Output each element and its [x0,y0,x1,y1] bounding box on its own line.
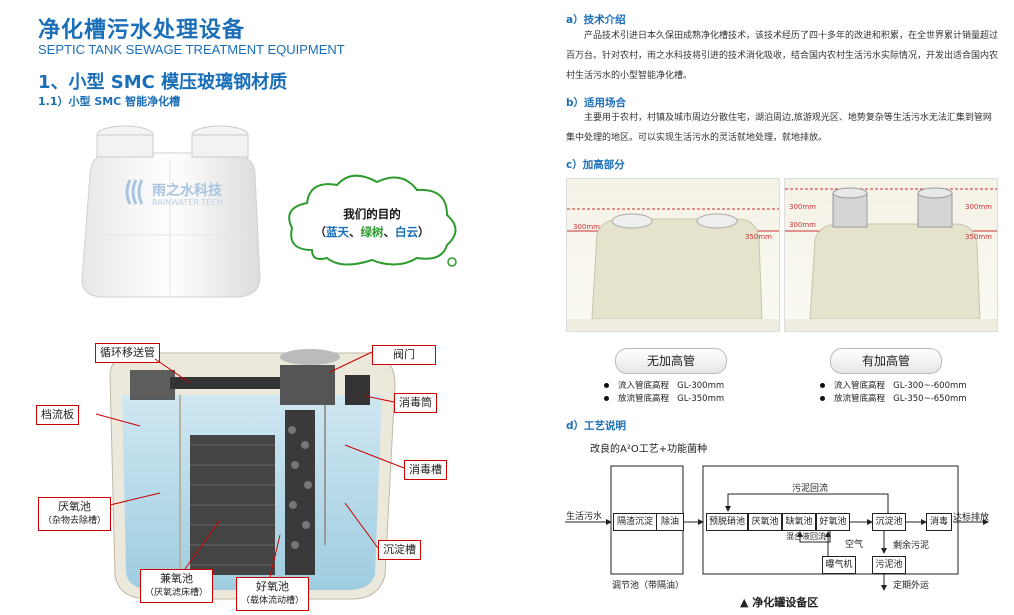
label-aerobic-sub: （载体流动槽） [241,596,305,606]
tank-photo-1 [567,208,779,331]
flow-box-oil-removal: 除油 [656,513,684,531]
bullet-dot [820,396,825,401]
photo2-tag-350: 350mm [965,233,992,241]
tank-cutaway-image [109,349,396,600]
left-bullet-1-value: GL-300mm [677,381,725,391]
flow-inlet: 生活污水 [566,512,603,522]
no-riser-caption: 无加高管 [615,348,727,374]
flow-box-blower: 曝气机 [822,556,856,574]
right-bullet-2-label: 放流管底高程 [834,394,886,404]
photo-with-riser: 300mm 300mm 300mm 350mm [784,178,998,332]
with-riser-caption: 有加高管 [830,348,942,374]
paragraph-b: 主要用于农村，村镇及城市周边分散住宅，湖泊周边,旅游观光区、地势复杂等生活污水无… [566,113,992,143]
label-facultative-sub: （厌氧滤床槽） [145,588,209,598]
tank-photo-2 [785,187,997,331]
sub-section-title: 1.1）小型 SMC 智能净化槽 [38,95,181,108]
cloud-content: 我们的目的 （蓝天、绿树、白云） [282,170,462,270]
left-bullet-1-label: 流入管底高程 [618,381,670,391]
label-aerobic-main: 好氧池 [256,580,289,593]
right-bullet-2: 放流管底高程 GL-350~-650mm [820,393,967,406]
label-settling: 沉淀槽 [378,540,421,560]
left-bullet-2: 放流管底高程 GL-350mm [604,393,724,406]
flow-box-screen-settle: 隔渣沉淀 [613,513,657,531]
bullet-dot [604,396,609,401]
label-facultative: 兼氧池 （厌氧滤床槽） [140,569,214,603]
flow-box-predenitrify: 预脱硝池 [706,513,748,531]
cloud-sep2: 、 [383,225,396,239]
bullet-dot [820,383,825,388]
flow-mixed-return: 混合液回流 [786,532,826,541]
cloud-close: ） [418,225,430,239]
process-subtitle: 改良的A²O工艺+功能菌种 [590,444,708,455]
cloud-blue-sky: 蓝天 [326,225,349,239]
flow-box-anoxic: 缺氧池 [782,513,816,531]
section-title: 1、小型 SMC 模压玻璃钢材质 [38,72,288,93]
cloud-line2: （蓝天、绿树、白云） [282,224,462,240]
cloud-open: （ [314,225,327,239]
flow-outlet: 达标排放 [953,513,990,523]
flow-return-sludge: 污泥回流 [792,484,829,494]
flow-box-aerobic: 好氧池 [816,513,850,531]
paragraph-a: 产品技术引进日本久保田成熟净化槽技术，该技术经历了四十多年的改进和积累，在全世界… [566,31,999,81]
label-anaerobic-sub: （杂物去除槽） [43,516,107,526]
left-bullet-1: 流入管底高程 GL-300mm [604,380,724,393]
cloud-sep1: 、 [349,225,361,239]
label-facultative-main: 兼氧池 [160,572,193,585]
heading-c: c）加高部分 [566,159,625,171]
left-bullet-2-label: 放流管底高程 [618,394,670,404]
cloud-green-tree: 绿树 [360,225,384,239]
flow-regulating-pool: 调节池（带隔油） [612,581,685,591]
right-bullet-1: 流入管底高程 GL-300~-600mm [820,380,967,393]
page-title: 净化槽污水处理设备 [38,18,246,43]
cloud-line1: 我们的目的 [343,207,401,221]
flow-regular-haul: 定期外运 [893,581,930,591]
label-disinfect-tube: 消毒筒 [394,393,437,413]
photo2-tag-300c: 300mm [965,203,992,211]
label-disinfect-tank: 消毒槽 [404,460,447,480]
right-bullet-1-value: GL-300~-600mm [893,381,967,391]
tank-product-image [81,125,261,298]
label-valve: 阀门 [372,345,436,365]
flow-box-anaerobic: 厌氧池 [748,513,782,531]
tank-logo-cn: 雨之水科技 [152,183,222,199]
flow-air: 空气 [845,540,864,550]
photo1-tag-300: 300mm [573,223,600,231]
label-circulation-pipe: 循环移送管 [95,343,160,363]
label-aerobic: 好氧池 （载体流动槽） [236,577,310,611]
cloud-white-cloud: 白云 [395,225,418,239]
label-anaerobic-main: 厌氧池 [58,500,91,513]
photo2-tag-300a: 300mm [789,203,816,211]
flow-caption: ▲ 净化罐设备区 [740,596,819,609]
flow-box-disinfect: 消毒 [926,513,952,531]
cloud-shape [288,174,457,267]
right-bullet-2-value: GL-350~-650mm [893,394,967,404]
tank-logo-en: RAINWATER TECH [152,198,223,207]
heading-d: d）工艺说明 [566,420,627,432]
heading-b: b）适用场合 [566,97,627,109]
right-bullet-1-label: 流入管底高程 [834,381,886,391]
label-anaerobic: 厌氧池 （杂物去除槽） [38,497,112,531]
flow-box-settling: 沉淀池 [872,513,906,531]
photo-no-riser: 300mm 350mm [566,178,780,332]
heading-a: a）技术介绍 [566,14,626,26]
flow-excess-sludge: 剩余污泥 [893,541,930,551]
flow-box-sludge-tank: 污泥池 [872,556,906,574]
left-bullet-2-value: GL-350mm [677,394,725,404]
photo1-tag-350: 350mm [745,233,772,241]
bullet-dot [604,383,609,388]
page-subtitle-en: SEPTIC TANK SEWAGE TREATMENT EQUIPMENT [38,42,345,57]
label-baffle: 档流板 [36,405,79,425]
photo2-tag-300b: 300mm [789,221,816,229]
